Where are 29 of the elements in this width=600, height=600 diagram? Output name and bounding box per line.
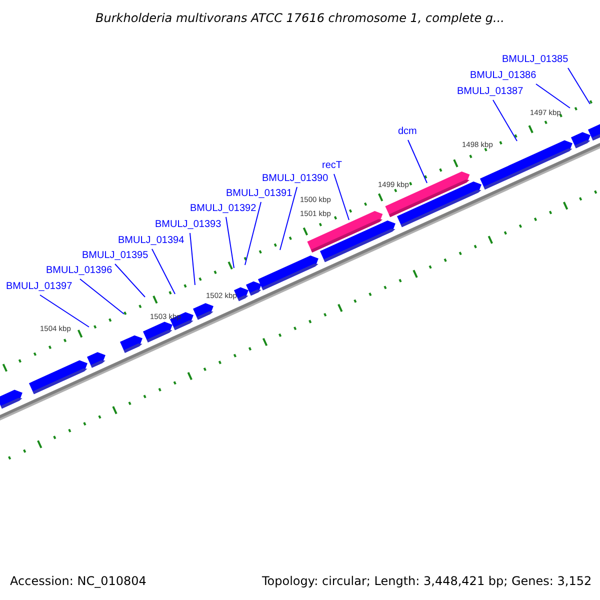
leader-line bbox=[334, 174, 350, 220]
info-text: Topology: circular; Length: 3,448,421 bp; Genes: 3,152 bbox=[262, 574, 592, 588]
leader-line bbox=[568, 68, 590, 104]
gene-label: recT bbox=[322, 160, 342, 172]
leader-line bbox=[408, 140, 428, 184]
leader-line bbox=[80, 278, 124, 314]
gene-label: BMULJ_01391 bbox=[226, 188, 292, 200]
gene-label: BMULJ_01396 bbox=[46, 265, 112, 277]
leader-line bbox=[244, 202, 262, 266]
leader-line bbox=[40, 294, 90, 328]
leader-line bbox=[492, 100, 518, 142]
leader-line bbox=[536, 84, 570, 108]
gene-label: BMULJ_01385 bbox=[502, 54, 568, 66]
gene-label: BMULJ_01397 bbox=[6, 281, 72, 293]
leader-line bbox=[226, 216, 234, 268]
title: Burkholderia multivorans ATCC 17616 chromosome 1, complete g... bbox=[96, 11, 504, 25]
gene-label: BMULJ_01393 bbox=[155, 219, 222, 231]
leader-line bbox=[152, 248, 176, 294]
gene-label: BMULJ_01395 bbox=[82, 250, 148, 262]
gene-label: dcm bbox=[398, 126, 417, 138]
leader-line bbox=[280, 186, 298, 250]
gene-label: BMULJ_01387 bbox=[457, 86, 524, 98]
leader-line bbox=[114, 264, 146, 298]
info-text: Accession: NC_010804 bbox=[10, 574, 146, 588]
gene-label: BMULJ_01386 bbox=[470, 70, 536, 82]
gene-label: BMULJ_01392 bbox=[190, 203, 256, 215]
leader-line bbox=[190, 232, 196, 286]
gene-label: BMULJ_01394 bbox=[118, 235, 184, 247]
gene-label: BMULJ_01390 bbox=[262, 173, 328, 185]
